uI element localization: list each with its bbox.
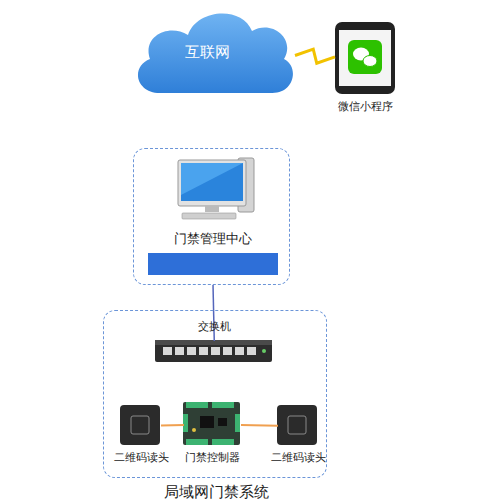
- keyboard: [182, 213, 236, 219]
- node-label: 门禁控制器: [172, 450, 253, 465]
- switch-top: [155, 340, 272, 345]
- wireless-link: [295, 49, 335, 63]
- phone-illustration: [335, 22, 395, 94]
- management-box: 门禁管理中心: [133, 148, 290, 285]
- switch-body: [155, 340, 272, 362]
- connector-line: [161, 424, 184, 426]
- reader-illustration: [277, 405, 317, 445]
- controller-illustration: [183, 402, 240, 445]
- phone-screen: [339, 30, 391, 86]
- controller-node: 门禁控制器: [184, 403, 241, 446]
- cloud-node: 互联网: [130, 5, 295, 100]
- qr-reader-node: 二维码读头: [278, 406, 318, 446]
- switch-node: 交换机: [156, 341, 273, 363]
- computer-illustration: [178, 158, 254, 219]
- blue-band: [148, 253, 278, 275]
- node-label: 互联网: [130, 43, 285, 62]
- lan-box: 局域网门禁系统交换机二维码读头门禁控制器二维码读头: [103, 310, 327, 478]
- node-label: 局域网门禁系统: [104, 483, 328, 500]
- node-label: 二维码读头: [101, 450, 181, 465]
- screen-shine: [181, 163, 243, 195]
- monitor-frame: [178, 160, 246, 206]
- node-label: 微信小程序: [320, 99, 410, 114]
- reader-illustration: [120, 405, 160, 445]
- phone-body: [335, 22, 395, 94]
- switch-ports: [163, 347, 256, 355]
- wechat-icon: [348, 40, 382, 74]
- node-label: 交换机: [156, 319, 273, 334]
- switch-led: [262, 349, 266, 353]
- wechat-bubble: [363, 56, 377, 67]
- node-label: 二维码读头: [258, 450, 338, 465]
- monitor-stand: [205, 206, 219, 212]
- qr-reader-node: 二维码读头: [121, 406, 161, 446]
- monitor-screen: [181, 163, 243, 201]
- connector-line: [241, 424, 278, 427]
- phone-node: 微信小程序: [335, 22, 395, 94]
- switch-illustration: [155, 340, 272, 362]
- node-label: 门禁管理中心: [134, 230, 291, 248]
